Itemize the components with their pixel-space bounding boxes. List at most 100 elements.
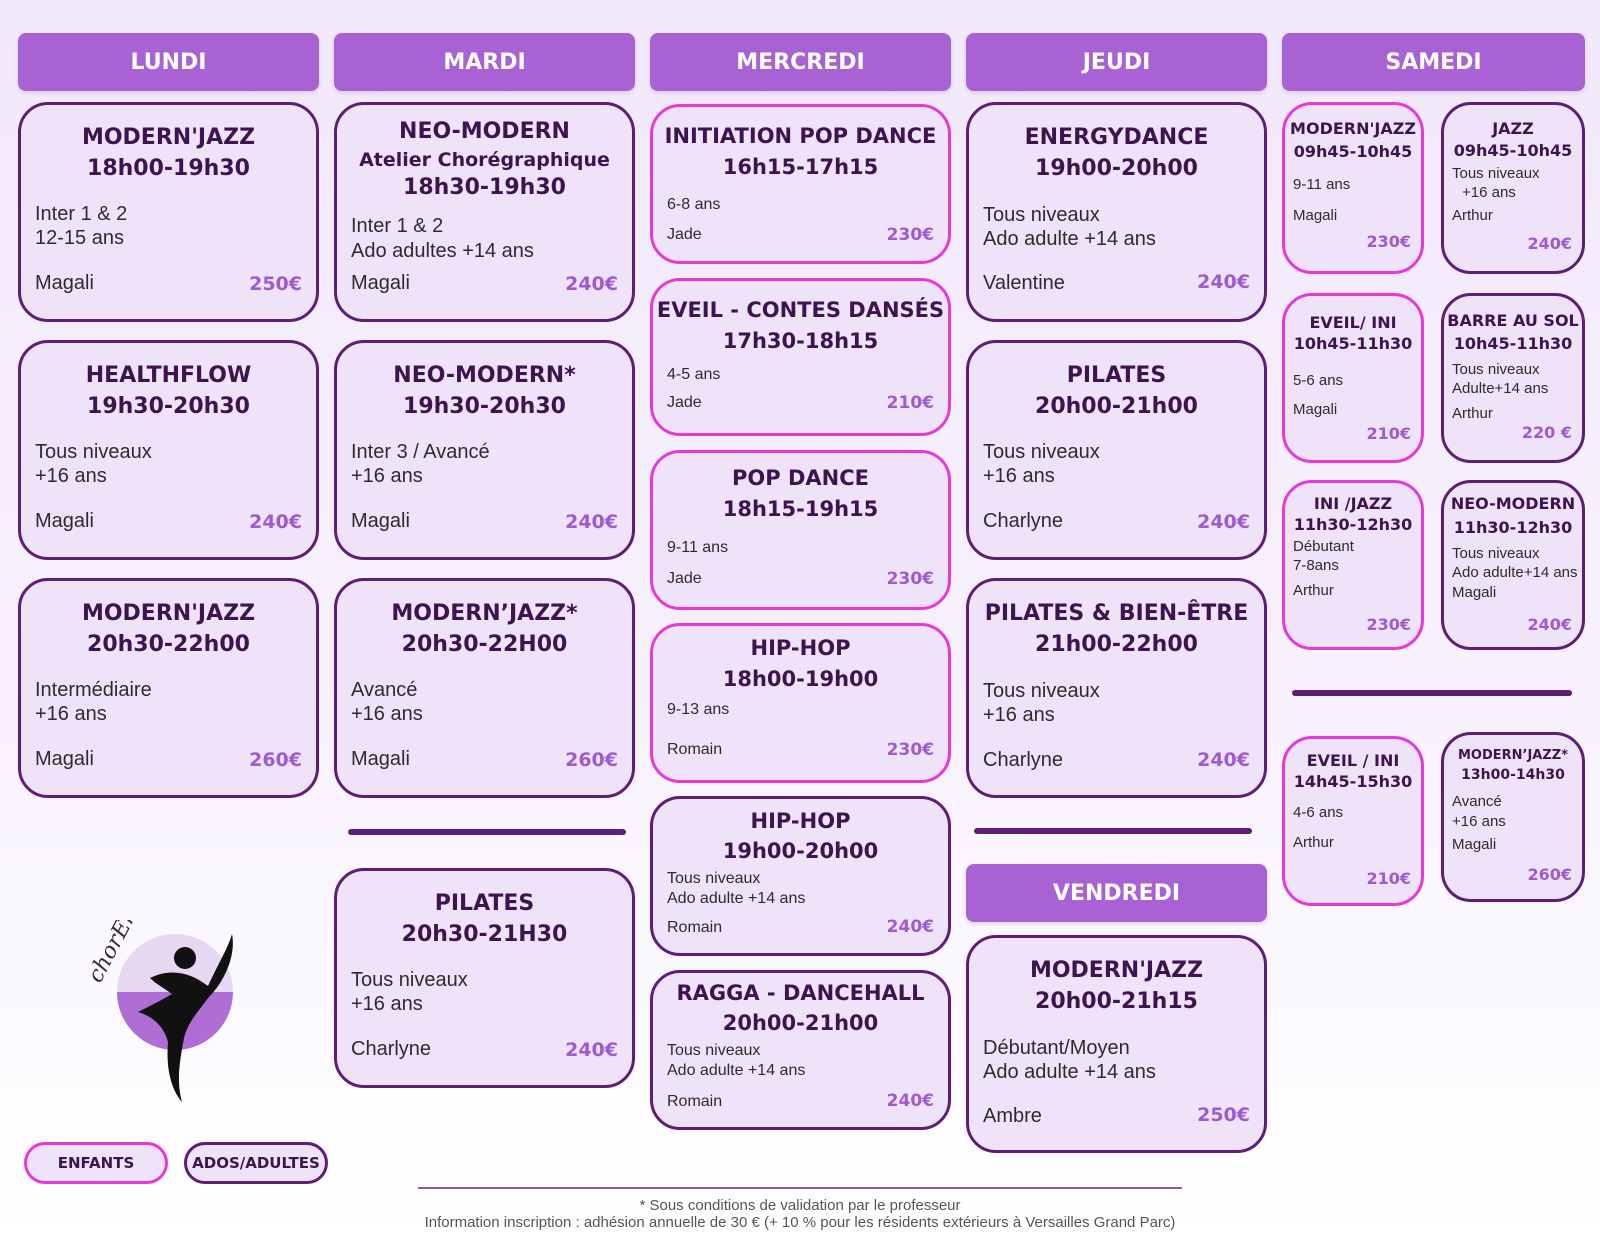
class-title: ENERGYDANCE — [1024, 125, 1209, 150]
dancer-logo-icon: chorEnergie — [83, 853, 233, 1102]
class-price: 250€ — [1197, 1104, 1250, 1126]
class-time: 18h15-19h15 — [722, 497, 879, 521]
class-title: INITIATION POP DANCE — [664, 124, 937, 148]
class-card-samedi-jazz[interactable]: JAZZ 09h45-10h45 Tous niveaux +16 ans Ar… — [1441, 102, 1585, 274]
class-card-samedi-modernjazz[interactable]: MODERN'JAZZ 09h45-10h45 9-11 ans Magali … — [1282, 102, 1424, 274]
class-time: 10h45-11h30 — [1293, 334, 1413, 353]
class-title: NEO-MODERN — [399, 119, 570, 144]
class-title: BARRE AU SOL — [1447, 311, 1579, 330]
class-time: 20h00-21h00 — [722, 1011, 879, 1035]
class-title: MODERN’JAZZ* — [1457, 748, 1569, 763]
class-teacher: Magali — [1293, 401, 1338, 418]
class-level: Tous niveaux — [1452, 165, 1540, 182]
class-title: PILATES — [434, 891, 535, 916]
class-age: +16 ans — [1452, 813, 1506, 830]
class-time: 14h45-15h30 — [1293, 772, 1413, 791]
class-time: 20h30-22H00 — [401, 632, 568, 657]
class-teacher: Magali — [351, 748, 410, 770]
class-level: Tous niveaux — [1452, 545, 1540, 562]
class-price: 240€ — [886, 917, 934, 937]
class-age: +16 ans — [351, 703, 423, 725]
class-age: Ado adultes +14 ans — [351, 240, 534, 262]
class-teacher: Arthur — [1293, 834, 1334, 851]
class-time: 19h00-20h00 — [1035, 156, 1198, 181]
class-teacher: Magali — [1452, 584, 1497, 601]
class-card-vendredi-modernjazz[interactable]: MODERN'JAZZ 20h00-21h15 Débutant/Moyen A… — [966, 935, 1267, 1153]
class-teacher: Magali — [351, 510, 410, 532]
class-teacher: Magali — [351, 272, 410, 294]
class-teacher: Magali — [35, 510, 94, 532]
class-age: Ado adulte +14 ans — [983, 228, 1156, 250]
class-time: 20h00-21h00 — [1035, 394, 1198, 419]
class-teacher: Arthur — [1293, 582, 1334, 599]
class-teacher: Arthur — [1452, 207, 1493, 224]
class-level: Avancé — [1452, 793, 1502, 810]
day-header-vendredi: VENDREDI — [966, 864, 1267, 922]
class-price: 240€ — [1527, 234, 1572, 253]
legend-kids: ENFANTS — [24, 1142, 168, 1184]
class-card-jeudi-pilates[interactable]: PILATES 20h00-21h00 Tous niveaux +16 ans… — [966, 340, 1267, 560]
class-age: Ado adulte +14 ans — [667, 890, 806, 907]
class-teacher: Valentine — [983, 272, 1065, 294]
class-age: +16 ans — [1462, 184, 1516, 201]
class-time: 21h00-22h00 — [1035, 632, 1198, 657]
footer-note: * Sous conditions de validation par le p… — [639, 1197, 961, 1214]
class-card-samedi-eveil-ini[interactable]: EVEIL/ INI 10h45-11h30 5-6 ans Magali 21… — [1282, 293, 1424, 463]
class-card-mercredi-initiation-pop-dance[interactable]: INITIATION POP DANCE 16h15-17h15 6-8 ans… — [650, 104, 951, 264]
class-card-lundi-modernjazz-1[interactable]: MODERN'JAZZ 18h00-19h30 Inter 1 & 2 12-1… — [18, 102, 319, 322]
class-level: Intermédiaire — [35, 679, 152, 701]
class-card-samedi-barre-au-sol[interactable]: BARRE AU SOL 10h45-11h30 Tous niveaux Ad… — [1441, 293, 1585, 463]
class-level: Inter 3 / Avancé — [351, 441, 490, 463]
class-age: 9-13 ans — [667, 701, 730, 718]
class-time: 19h30-20h30 — [403, 394, 566, 419]
class-card-samedi-eveil-ini-2[interactable]: EVEIL / INI 14h45-15h30 4-6 ans Arthur 2… — [1282, 736, 1424, 906]
class-time: 19h00-20h00 — [722, 839, 879, 863]
class-card-jeudi-energydance[interactable]: ENERGYDANCE 19h00-20h00 Tous niveaux Ado… — [966, 102, 1267, 322]
class-card-samedi-ini-jazz[interactable]: INI /JAZZ 11h30-12h30 Débutant 7-8ans Ar… — [1282, 480, 1424, 650]
class-card-mercredi-hiphop-2[interactable]: HIP-HOP 19h00-20h00 Tous niveaux Ado adu… — [650, 796, 951, 956]
class-price: 230€ — [886, 569, 934, 589]
footer-divider — [418, 1187, 1182, 1189]
class-card-jeudi-pilates-bien-etre[interactable]: PILATES & BIEN-ÊTRE 21h00-22h00 Tous niv… — [966, 578, 1267, 798]
class-card-mercredi-ragga[interactable]: RAGGA - DANCEHALL 20h00-21h00 Tous nivea… — [650, 970, 951, 1130]
class-title: EVEIL / INI — [1306, 751, 1400, 770]
class-time: 17h30-18h15 — [722, 329, 879, 353]
class-card-mercredi-pop-dance[interactable]: POP DANCE 18h15-19h15 9-11 ans Jade 230€ — [650, 450, 951, 610]
class-age: 12-15 ans — [35, 227, 124, 249]
class-time: 20h00-21h15 — [1035, 989, 1198, 1014]
class-card-mardi-modernjazz[interactable]: MODERN’JAZZ* 20h30-22H00 Avancé +16 ans … — [334, 578, 635, 798]
class-card-lundi-healthflow[interactable]: HEALTHFLOW 19h30-20h30 Tous niveaux +16 … — [18, 340, 319, 560]
class-time: 18h00-19h30 — [87, 156, 250, 181]
class-card-mardi-pilates[interactable]: PILATES 20h30-21H30 Tous niveaux +16 ans… — [334, 868, 635, 1088]
class-card-samedi-modernjazz-2[interactable]: MODERN’JAZZ* 13h00-14h30 Avancé +16 ans … — [1441, 732, 1585, 902]
class-price: 210€ — [1366, 869, 1411, 888]
class-title: MODERN’JAZZ* — [391, 601, 578, 626]
class-card-mercredi-hiphop-1[interactable]: HIP-HOP 18h00-19h00 9-13 ans Romain 230€ — [650, 623, 951, 783]
class-title: NEO-MODERN* — [393, 363, 576, 388]
class-time: 09h45-10h45 — [1293, 142, 1413, 161]
class-card-mardi-neomodern[interactable]: NEO-MODERN* 19h30-20h30 Inter 3 / Avancé… — [334, 340, 635, 560]
class-teacher: Charlyne — [983, 749, 1064, 771]
class-time: 16h15-17h15 — [722, 155, 879, 179]
class-teacher: Romain — [667, 919, 723, 936]
class-teacher: Magali — [1293, 207, 1338, 224]
section-divider — [974, 828, 1252, 834]
class-level: Tous niveaux — [667, 1042, 761, 1059]
class-card-mercredi-eveil-contes[interactable]: EVEIL - CONTES DANSÉS 17h30-18h15 4-5 an… — [650, 278, 951, 436]
class-level: Tous niveaux — [983, 680, 1100, 702]
class-title: HEALTHFLOW — [85, 363, 252, 388]
class-time: 09h45-10h45 — [1453, 141, 1573, 160]
class-card-samedi-neomodern[interactable]: NEO-MODERN 11h30-12h30 Tous niveaux Ado … — [1441, 480, 1585, 650]
class-teacher: Magali — [1452, 836, 1497, 853]
class-card-mardi-neomodern-atelier[interactable]: NEO-MODERN Atelier Chorégraphique 18h30-… — [334, 102, 635, 322]
class-price: 250€ — [249, 273, 302, 295]
class-teacher: Romain — [667, 1093, 723, 1110]
class-age: 4-5 ans — [667, 366, 721, 383]
class-time: 18h00-19h00 — [722, 667, 879, 691]
class-card-lundi-modernjazz-2[interactable]: MODERN'JAZZ 20h30-22h00 Intermédiaire +1… — [18, 578, 319, 798]
class-price: 230€ — [1366, 615, 1411, 634]
class-teacher: Jade — [667, 226, 702, 243]
class-title: POP DANCE — [732, 466, 869, 490]
class-title: EVEIL/ INI — [1309, 313, 1397, 332]
class-title: JAZZ — [1492, 119, 1534, 138]
